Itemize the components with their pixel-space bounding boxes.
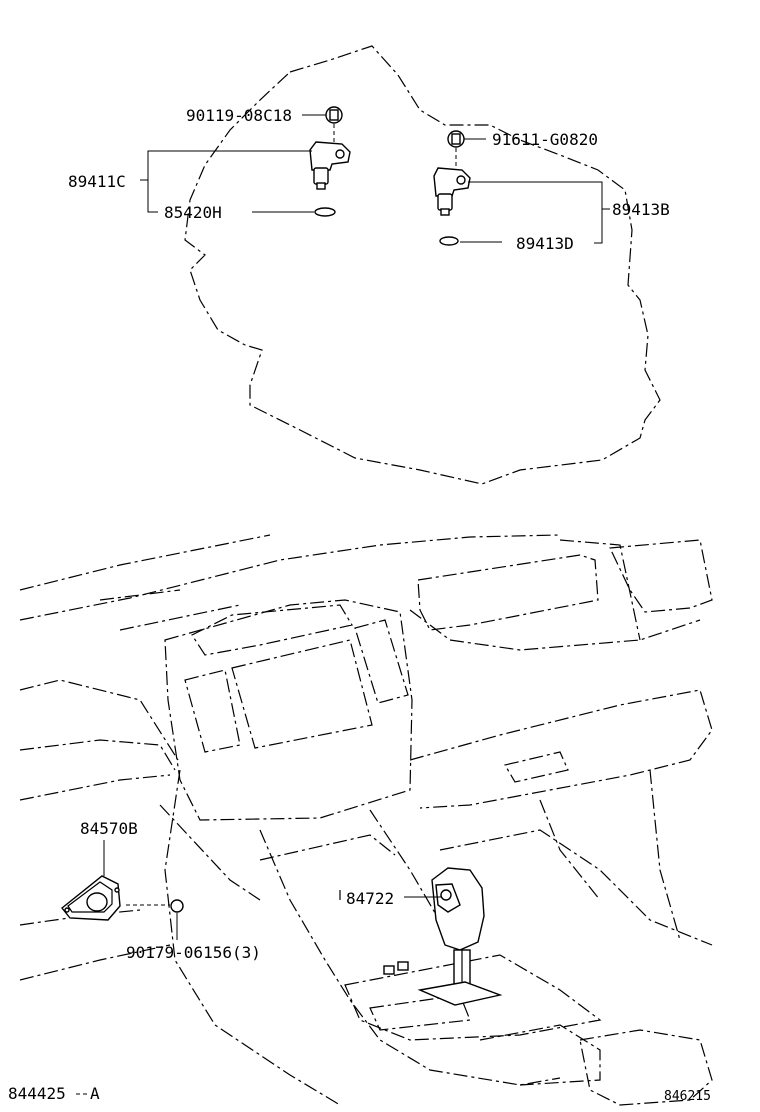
- switch-84570b: [61, 840, 121, 921]
- label-84722: 84722: [346, 889, 394, 908]
- label-89413d: 89413D: [516, 234, 574, 253]
- speed-sensor-89413b: [433, 167, 471, 216]
- shift-lever-84722: [383, 867, 503, 1006]
- label-90119: 90119-08C18: [186, 106, 292, 125]
- o-ring-89413d: [439, 236, 502, 246]
- illustration-code-left: 844425: [8, 1084, 66, 1103]
- illustration-code-left-suffix: A: [90, 1084, 100, 1103]
- label-90179: 90179-06156(3): [126, 943, 261, 962]
- label-84570b: 84570B: [80, 819, 138, 838]
- label-89413b: 89413B: [612, 200, 670, 219]
- bolt-91611: [447, 130, 486, 168]
- label-89411c: 89411C: [68, 172, 126, 191]
- instrument-panel-outline: [19, 534, 713, 1106]
- transmission-outline: [184, 45, 661, 485]
- bolt-90119: [302, 106, 343, 145]
- label-91611: 91611-G0820: [492, 130, 598, 149]
- illustration-code-right: 846215: [664, 1089, 711, 1104]
- o-ring-85420h: [252, 207, 336, 217]
- speed-sensor-89411c: [309, 141, 351, 190]
- label-85420h: 85420H: [164, 203, 222, 222]
- screw-90179: [126, 899, 184, 940]
